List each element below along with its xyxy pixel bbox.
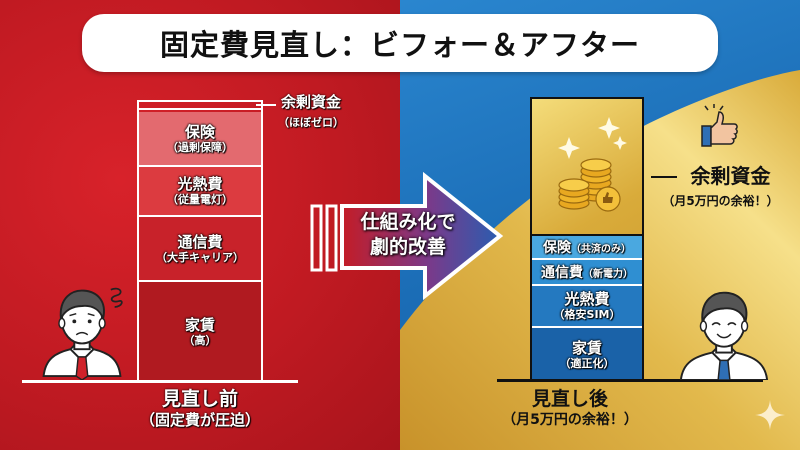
coin-stack-icon <box>558 117 627 212</box>
before-surplus-label: 余剰資金 （ほぼゼロ） <box>278 93 344 129</box>
after-surplus-label: 余剰資金 （月5万円の余裕！） <box>662 164 779 208</box>
after-segment-insurance: 保険（共済のみ） <box>532 234 642 258</box>
after-floor-line <box>497 379 763 382</box>
after-segment-telecom: 通信費（新電力） <box>532 258 642 284</box>
before-segment-telecom: 通信費 （大手キャリア） <box>139 215 261 280</box>
after-surplus-block <box>532 99 642 234</box>
thumbs-up-icon <box>701 104 738 147</box>
improvement-arrow-icon <box>310 171 504 301</box>
arrow-caption: 仕組み化で 劇的改善 <box>360 211 456 258</box>
before-cost-stack: 保険 （過剰保障） 光熱費 （従量電灯） 通信費 （大手キャリア） 家賃 （高） <box>137 100 263 381</box>
worried-person-icon <box>42 287 123 380</box>
after-surplus-leader-line <box>651 176 677 178</box>
after-segment-utilities: 光熱費 （格安SIM） <box>532 284 642 326</box>
happy-person-icon <box>679 291 769 380</box>
before-surplus-leader-line <box>256 104 276 106</box>
before-segment-utilities: 光熱費 （従量電灯） <box>139 165 261 215</box>
after-cost-stack: 保険（共済のみ） 通信費（新電力） 光熱費 （格安SIM） 家賃 （適正化） <box>530 97 644 382</box>
after-caption: 見直し後 （月5万円の余裕！） <box>502 388 638 428</box>
before-floor-line <box>22 380 298 383</box>
title-banner: 固定費見直し：ビフォー＆アフター <box>82 14 718 72</box>
before-surplus-sliver <box>139 108 261 114</box>
sparkle-icon <box>755 400 785 430</box>
page-title: 固定費見直し：ビフォー＆アフター <box>159 28 640 62</box>
before-segment-insurance: 保険 （過剰保障） <box>139 112 261 165</box>
before-caption: 見直し前 （固定費が圧迫） <box>139 388 260 429</box>
before-segment-rent: 家賃 （高） <box>139 280 261 381</box>
after-segment-rent: 家賃 （適正化） <box>532 326 642 382</box>
